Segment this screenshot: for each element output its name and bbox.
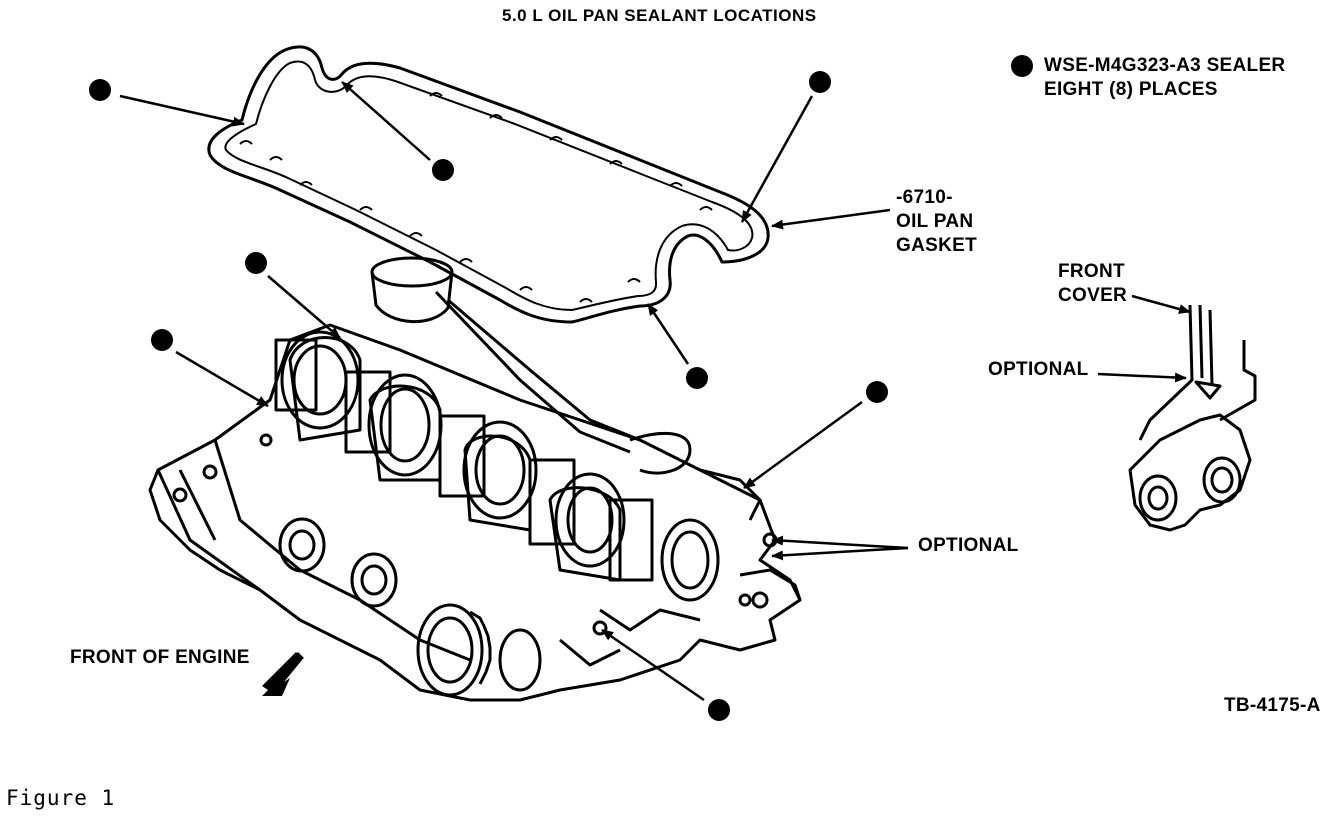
sealer-callouts — [89, 71, 888, 721]
oil-pump-pickup — [370, 256, 692, 475]
part-code: TB-4175-A — [1224, 695, 1321, 716]
oil-pan-gasket — [207, 45, 770, 324]
optional-detail-leader — [1097, 372, 1187, 383]
sealer-dot-1 — [89, 79, 245, 127]
sealer-dot-3 — [740, 71, 831, 223]
diagram-title: 5.0 L OIL PAN SEALANT LOCATIONS — [502, 6, 817, 25]
sealer-dot-7 — [743, 381, 888, 490]
front-cover-label-line-1: FRONT — [1058, 261, 1125, 282]
optional-label-detail: OPTIONAL — [988, 359, 1089, 380]
sealer-dot-4 — [245, 252, 341, 339]
sealer-dot-8 — [601, 628, 730, 721]
gasket-label-line-3: GASKET — [896, 235, 977, 256]
legend-dot — [1011, 55, 1033, 77]
optional-label-main: OPTIONAL — [918, 535, 1019, 556]
gasket-label-line-2: OIL PAN — [896, 211, 974, 232]
front-arrow-icon — [262, 652, 304, 696]
legend-line-2: EIGHT (8) PLACES — [1044, 79, 1218, 100]
sealer-dot-5 — [646, 303, 708, 389]
label-leaders — [771, 208, 1191, 561]
figure-caption: Figure 1 — [6, 786, 116, 810]
engine-block — [148, 323, 802, 702]
gasket-leader — [771, 208, 891, 230]
optional-main-leader-a — [771, 535, 909, 550]
front-cover-label-line-2: COVER — [1058, 285, 1128, 306]
legend-line-1: WSE-M4G323-A3 SEALER — [1044, 55, 1286, 76]
sealer-dot-2 — [341, 81, 454, 181]
front-of-engine-label: FRONT OF ENGINE — [70, 647, 250, 668]
gasket-part-number: -6710- — [896, 187, 953, 208]
sealer-dot-6 — [151, 329, 269, 408]
front-cover-leader — [1131, 294, 1191, 314]
front-cover-detail — [1128, 304, 1257, 532]
optional-main-leader-b — [771, 546, 909, 561]
